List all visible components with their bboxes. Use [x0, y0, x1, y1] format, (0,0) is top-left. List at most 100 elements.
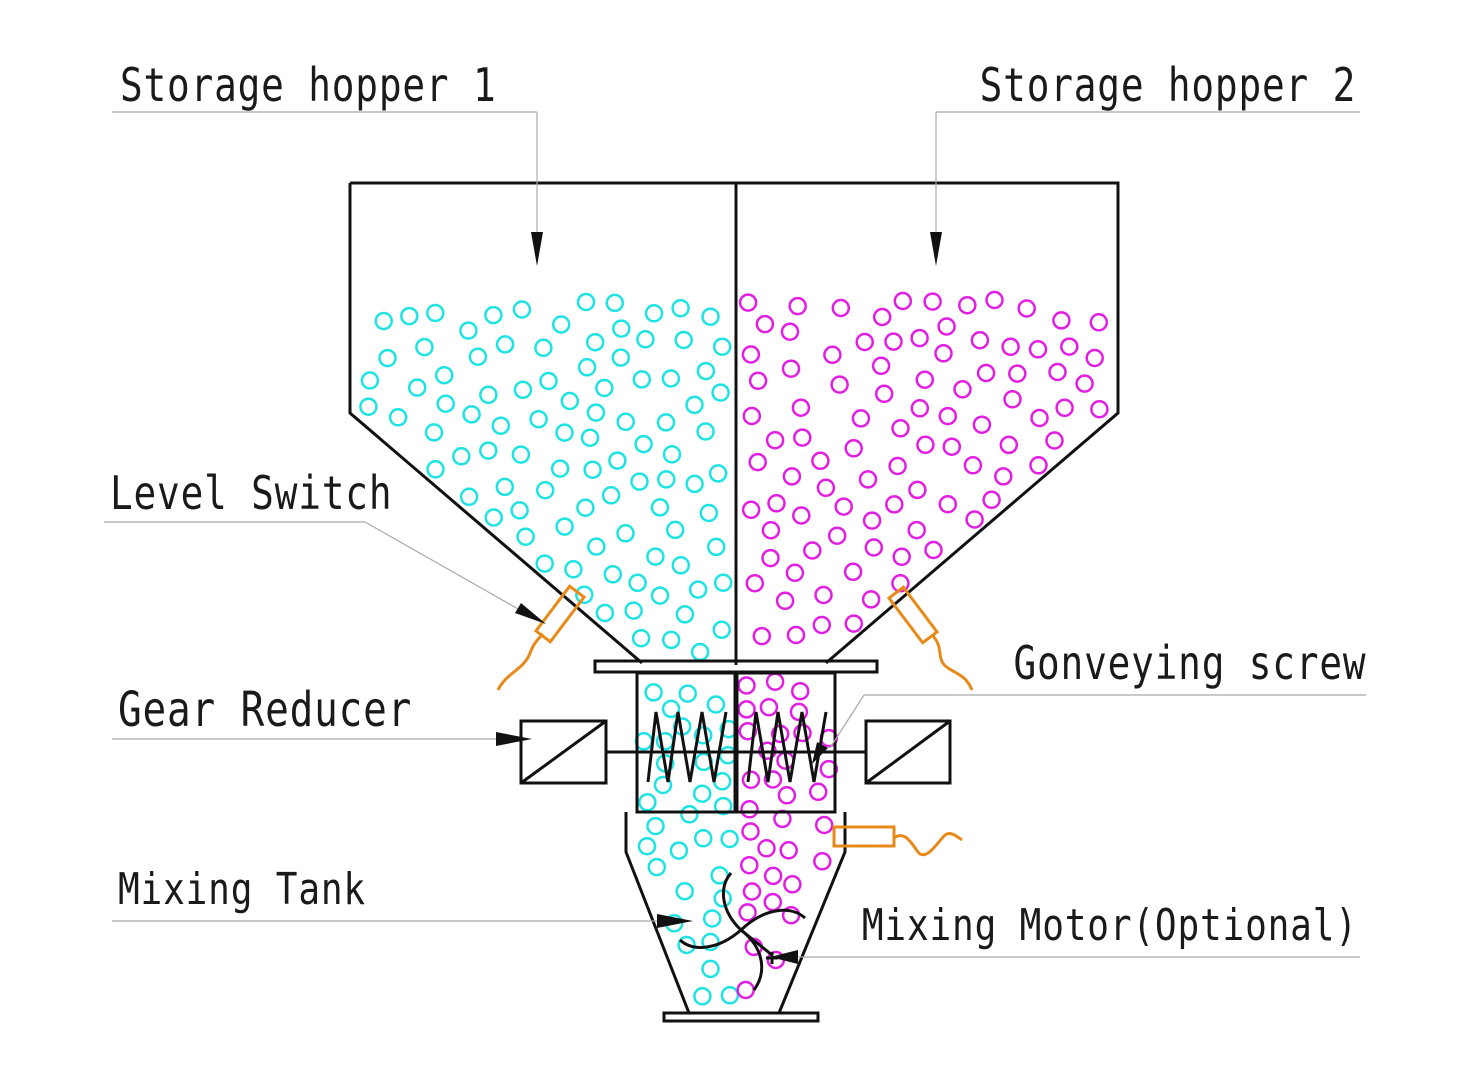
- particle: [661, 699, 681, 719]
- particle: [823, 345, 842, 365]
- particle: [696, 361, 716, 381]
- particle: [1060, 337, 1079, 356]
- particle: [982, 490, 1001, 510]
- particle: [738, 903, 757, 922]
- particle: [495, 335, 515, 354]
- particle: [1001, 337, 1020, 357]
- label-mixing-motor: Mixing Motor(Optional): [862, 900, 1358, 951]
- particle: [924, 540, 943, 560]
- particle: [888, 456, 907, 476]
- particle: [671, 298, 690, 318]
- particle: [736, 980, 755, 1000]
- particle: [713, 796, 733, 816]
- particle: [958, 295, 977, 315]
- particle: [763, 866, 783, 886]
- particle: [624, 601, 643, 620]
- screw-housing: [635, 671, 837, 814]
- particle: [1003, 390, 1022, 409]
- particle: [761, 520, 781, 540]
- particle: [1017, 299, 1036, 318]
- particle: [999, 435, 1019, 455]
- particle: [767, 494, 786, 513]
- particle: [699, 503, 719, 523]
- particle: [669, 841, 689, 860]
- mixing-tank: [624, 812, 847, 1015]
- particle: [693, 829, 713, 848]
- particle: [388, 408, 408, 427]
- particle: [741, 500, 761, 520]
- particle: [937, 317, 956, 336]
- particle: [359, 397, 378, 416]
- conveying-screw-left: [646, 711, 728, 783]
- particle: [434, 365, 454, 385]
- particle: [595, 603, 615, 623]
- particle: [586, 403, 606, 422]
- particle: [827, 526, 847, 545]
- particle: [550, 459, 570, 478]
- particle: [424, 423, 444, 442]
- particle: [495, 477, 515, 497]
- particle: [965, 510, 984, 529]
- particle: [934, 344, 953, 363]
- particle: [942, 437, 962, 456]
- particle: [907, 520, 926, 540]
- particle: [814, 585, 833, 605]
- particle: [551, 315, 571, 334]
- particle: [657, 470, 676, 489]
- particle: [653, 775, 673, 795]
- particle: [783, 875, 802, 894]
- particle: [803, 541, 822, 560]
- particle: [893, 291, 913, 311]
- particle: [678, 684, 697, 703]
- particle: [814, 815, 834, 835]
- particle: [665, 520, 685, 540]
- particle: [793, 723, 812, 743]
- particle: [1029, 456, 1048, 475]
- particle: [830, 375, 849, 394]
- particle: [644, 683, 663, 702]
- particle: [484, 305, 503, 325]
- gear-reducer-right: [864, 719, 952, 785]
- particle: [748, 371, 768, 391]
- arrow-level-switch: [515, 603, 546, 624]
- particle: [910, 328, 929, 348]
- particle: [765, 672, 785, 691]
- particle: [891, 419, 910, 438]
- particle: [938, 494, 958, 514]
- label-gear-reducer: Gear Reducer: [118, 682, 413, 738]
- arrow-conveying-screw: [812, 742, 828, 764]
- particle: [985, 290, 1004, 310]
- arrow-gear-reducer: [496, 732, 532, 746]
- particle: [712, 337, 732, 356]
- particle: [1075, 374, 1094, 393]
- particle: [479, 385, 498, 405]
- particle: [510, 501, 529, 520]
- particle: [737, 700, 756, 719]
- particle: [675, 605, 695, 624]
- arrow-mixing-tank: [657, 914, 693, 928]
- particle: [976, 363, 996, 383]
- particle: [1008, 364, 1027, 383]
- particle: [963, 456, 983, 475]
- tank-base-plate: [662, 1011, 820, 1023]
- particle: [908, 480, 927, 500]
- particle: [786, 625, 806, 645]
- particle: [702, 909, 722, 928]
- particle: [775, 591, 795, 611]
- particle: [407, 378, 427, 397]
- particle: [583, 460, 602, 479]
- particle: [637, 836, 657, 856]
- particle: [741, 822, 760, 841]
- particle: [647, 857, 667, 877]
- particle: [585, 332, 605, 352]
- material-2-particles: [736, 290, 1109, 1000]
- particle: [616, 412, 635, 432]
- particle: [701, 959, 720, 979]
- particle: [692, 784, 712, 803]
- level-switch-tank: [832, 825, 963, 857]
- particle: [638, 793, 657, 812]
- particle: [831, 298, 851, 318]
- particle: [677, 935, 696, 955]
- particle: [529, 409, 548, 429]
- particle: [631, 628, 651, 648]
